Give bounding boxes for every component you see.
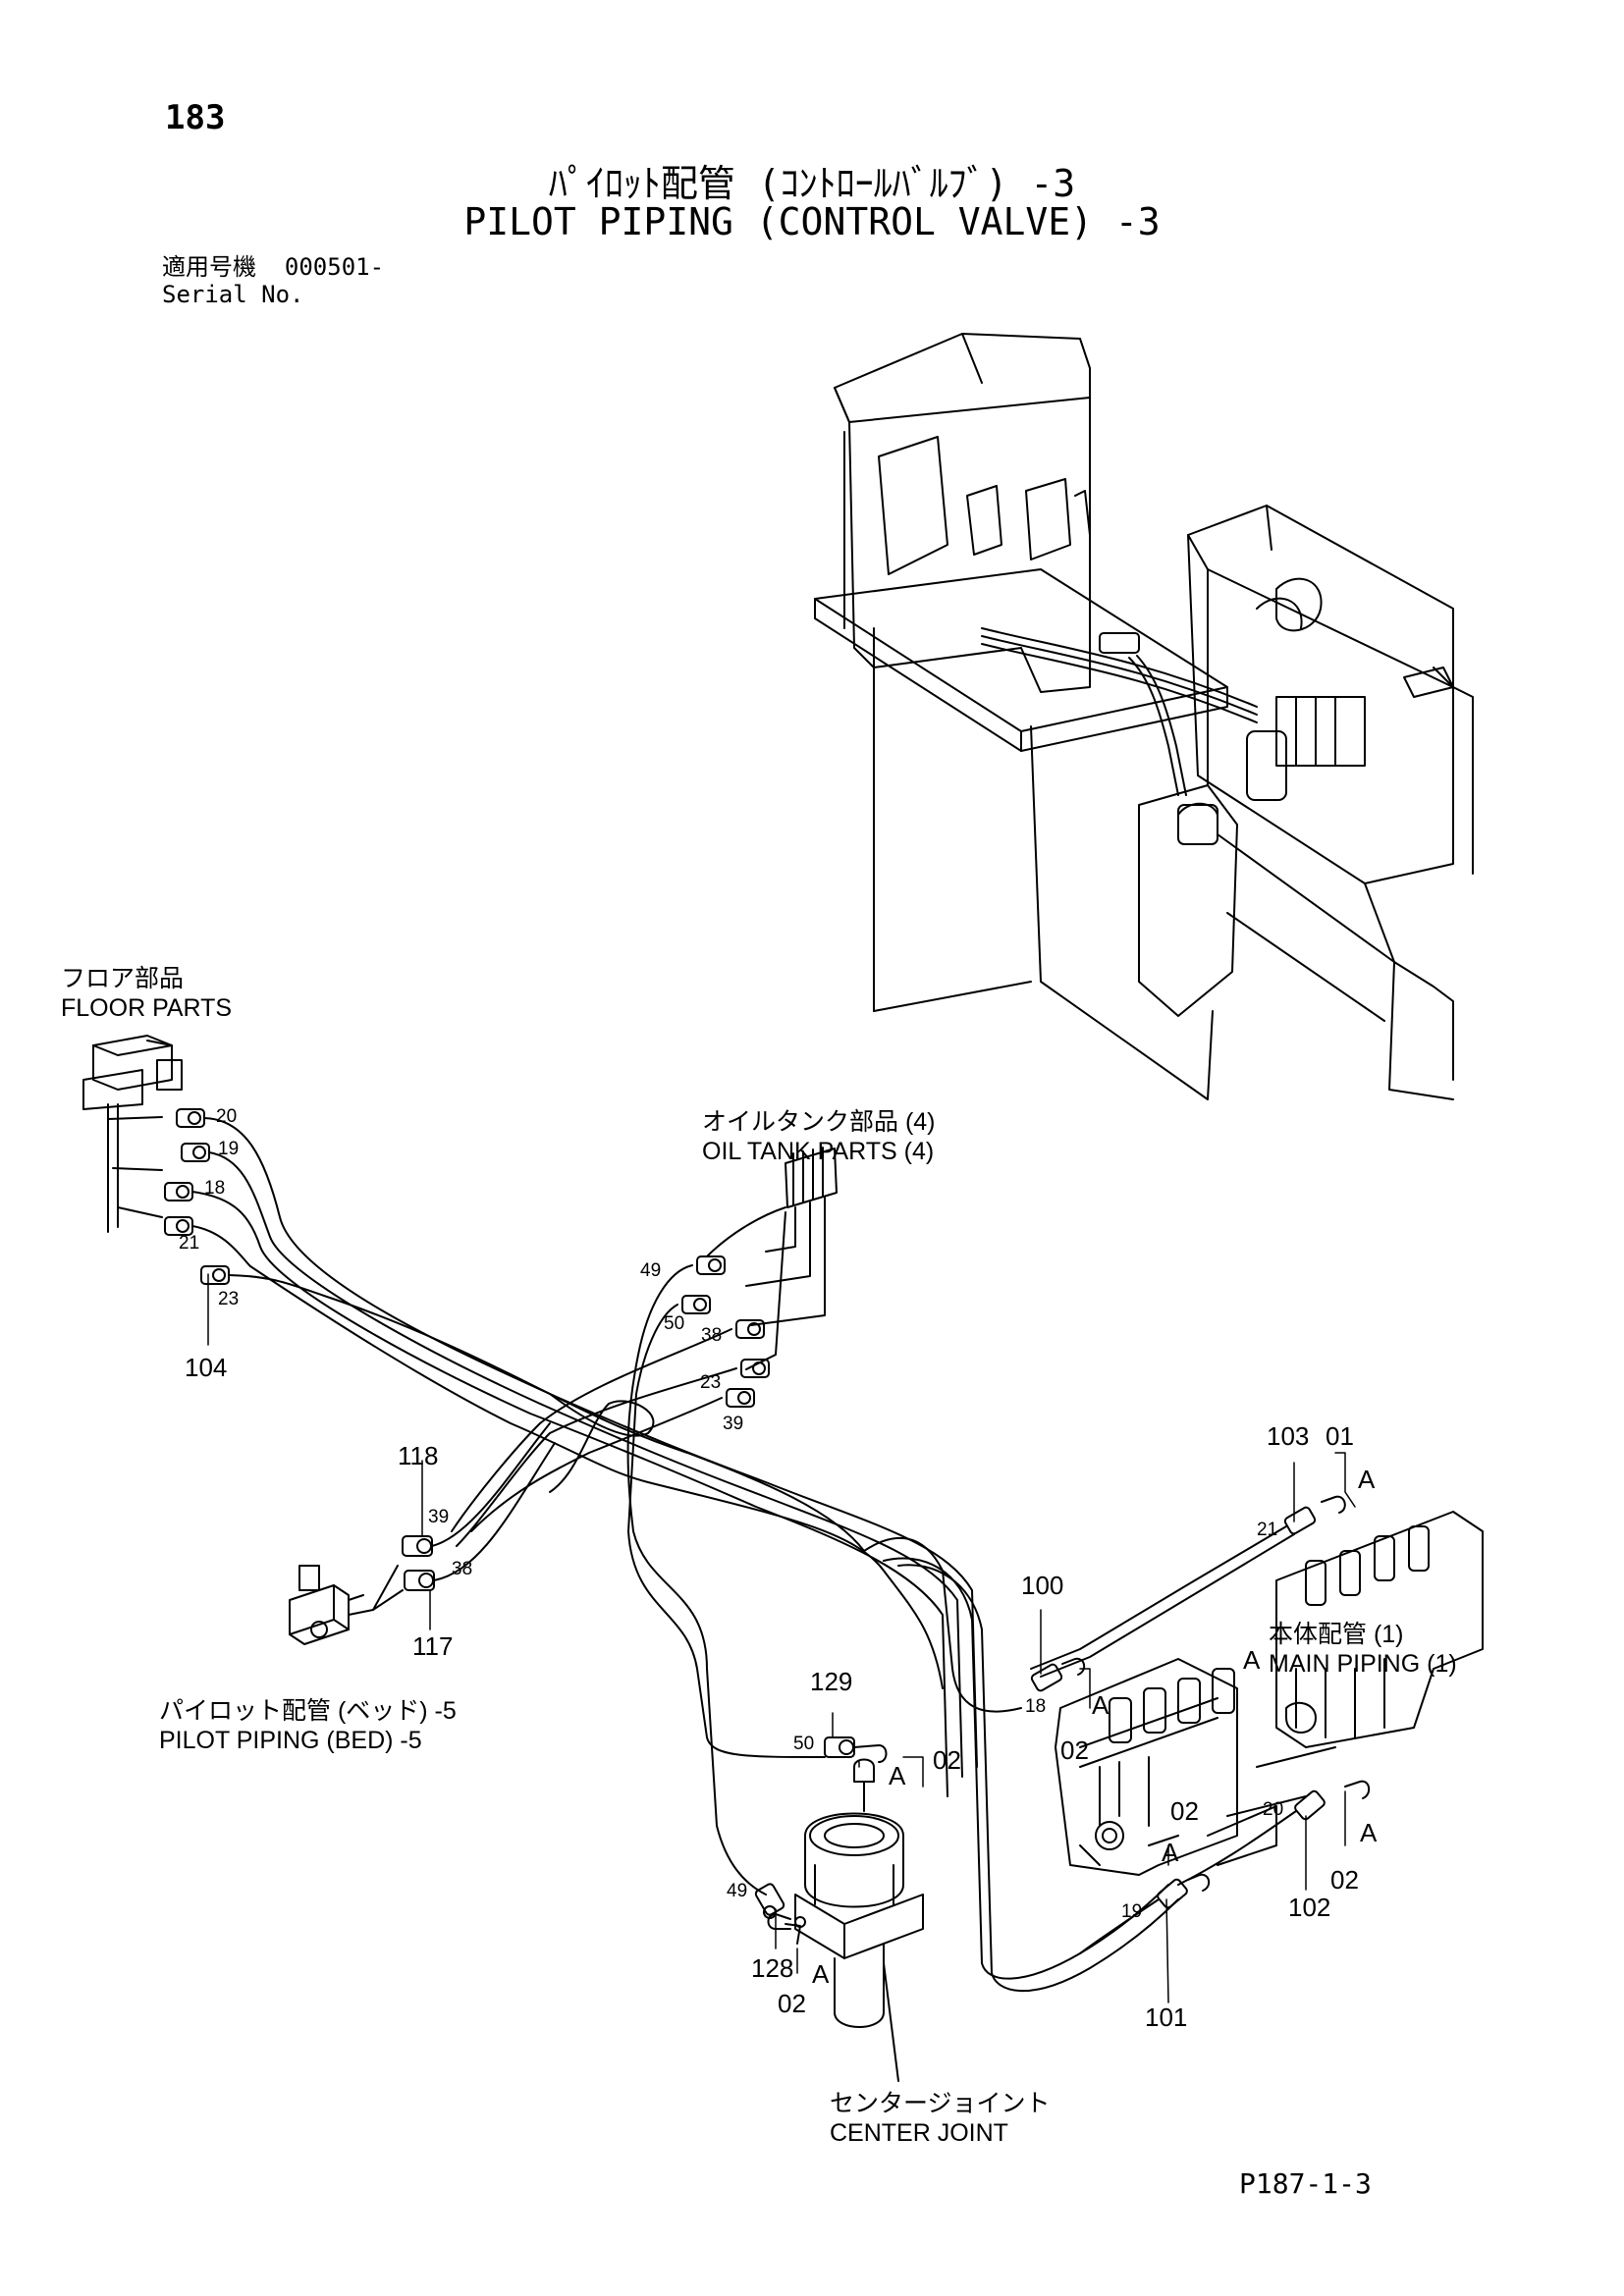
serial-label-jp: 適用号機 (162, 253, 256, 281)
page-footer-code: P187-1-3 (1239, 2167, 1372, 2200)
leader-lines (207, 1273, 1356, 2003)
hose-38-b: 38 (452, 1559, 473, 1579)
hose-23-b: 23 (700, 1372, 722, 1393)
label-bed-en: PILOT PIPING (BED) -5 (159, 1727, 422, 1754)
hose-18-a: 18 (204, 1178, 226, 1199)
serial-value: 000501- (284, 253, 385, 281)
pilot-hoses-main (191, 1117, 978, 1797)
part-103: 103 (1267, 1421, 1310, 1451)
part-102: 102 (1288, 1893, 1331, 1922)
marker-a-6: A (1360, 1818, 1378, 1847)
marker-a-4: A (889, 1761, 906, 1790)
control-valve-bank (1055, 1511, 1484, 1876)
hose-38-a: 38 (701, 1325, 723, 1346)
valve-hoses (1030, 1495, 1371, 1954)
hose-50-b: 50 (793, 1734, 815, 1754)
label-main-piping: 本体配管 (1) MAIN PIPING (1) (1269, 1620, 1457, 1679)
marker-a-5: A (1162, 1838, 1179, 1867)
hose-39-a: 39 (723, 1414, 744, 1434)
label-bed-jp: パイロット配管 (ベッド) -5 (159, 1697, 457, 1725)
part-02-d: 02 (1330, 1865, 1359, 1895)
hose-49-a: 49 (640, 1260, 662, 1281)
label-floor-parts: フロア部品 FLOOR PARTS (61, 964, 232, 1023)
label-oil-tank-parts: オイルタンク部品 (4) OIL TANK PARTS (4) (702, 1107, 936, 1166)
label-floor-jp: フロア部品 (61, 965, 185, 992)
hose-21-a: 21 (179, 1233, 200, 1254)
hose-49-b: 49 (727, 1881, 748, 1901)
marker-a-7: A (812, 1959, 830, 1989)
marker-a-3: A (1243, 1645, 1261, 1675)
oil-tank-manifold (681, 1147, 838, 1408)
oil-tank-hoses (451, 1264, 826, 1896)
part-02-c: 02 (1170, 1796, 1199, 1826)
floor-parts-assembly (82, 1035, 183, 1233)
part-104: 104 (185, 1353, 228, 1382)
hose-18-b: 18 (1025, 1696, 1047, 1717)
bed-pilot-block (289, 1422, 556, 1645)
hose-39-b: 39 (428, 1507, 450, 1527)
part-128: 128 (751, 1953, 794, 1983)
part-02-a: 02 (933, 1745, 961, 1775)
hose-21-b: 21 (1257, 1520, 1278, 1540)
part-02-e: 02 (778, 1989, 806, 2018)
part-117: 117 (412, 1631, 454, 1661)
label-center-en: CENTER JOINT (830, 2119, 1008, 2147)
serial-block: 適用号機 000501- Serial No. (162, 253, 384, 308)
page-title-en: PILOT PIPING (CONTROL VALVE) -3 (463, 200, 1161, 243)
part-118: 118 (398, 1441, 439, 1470)
label-oil-en: OIL TANK PARTS (4) (702, 1138, 935, 1165)
page-title-jp: ﾊﾟｲﾛｯﾄ配管 (ｺﾝﾄﾛｰﾙﾊﾞﾙﾌﾞ) -3 (548, 162, 1076, 205)
part-01: 01 (1326, 1421, 1354, 1451)
hose-20-b: 20 (1263, 1799, 1284, 1820)
page-number: 183 (165, 98, 226, 137)
machine-illustration (814, 333, 1474, 1100)
part-129: 129 (810, 1667, 853, 1696)
label-center-joint: センタージョイント CENTER JOINT (830, 2089, 1051, 2148)
part-101: 101 (1145, 2002, 1188, 2032)
marker-a-2: A (1092, 1690, 1110, 1720)
hose-19-a: 19 (218, 1139, 240, 1159)
label-main-en: MAIN PIPING (1) (1269, 1650, 1457, 1678)
hose-20-a: 20 (216, 1106, 238, 1127)
part-02-b: 02 (1060, 1735, 1089, 1765)
hose-19-b: 19 (1121, 1901, 1143, 1922)
label-center-jp: センタージョイント (830, 2090, 1051, 2117)
hose-23-a: 23 (218, 1289, 240, 1309)
part-100: 100 (1021, 1571, 1064, 1600)
marker-a-1: A (1358, 1465, 1376, 1494)
center-joint (767, 1736, 924, 2082)
label-pilot-piping-bed: パイロット配管 (ベッド) -5 PILOT PIPING (BED) -5 (159, 1696, 457, 1755)
hose-50-a: 50 (664, 1313, 685, 1334)
label-floor-en: FLOOR PARTS (61, 994, 233, 1022)
label-main-jp: 本体配管 (1) (1269, 1621, 1404, 1648)
label-oil-jp: オイルタンク部品 (4) (702, 1108, 936, 1136)
pilot-hose-loops (549, 1393, 1179, 1993)
serial-label-en: Serial No. (162, 281, 304, 308)
